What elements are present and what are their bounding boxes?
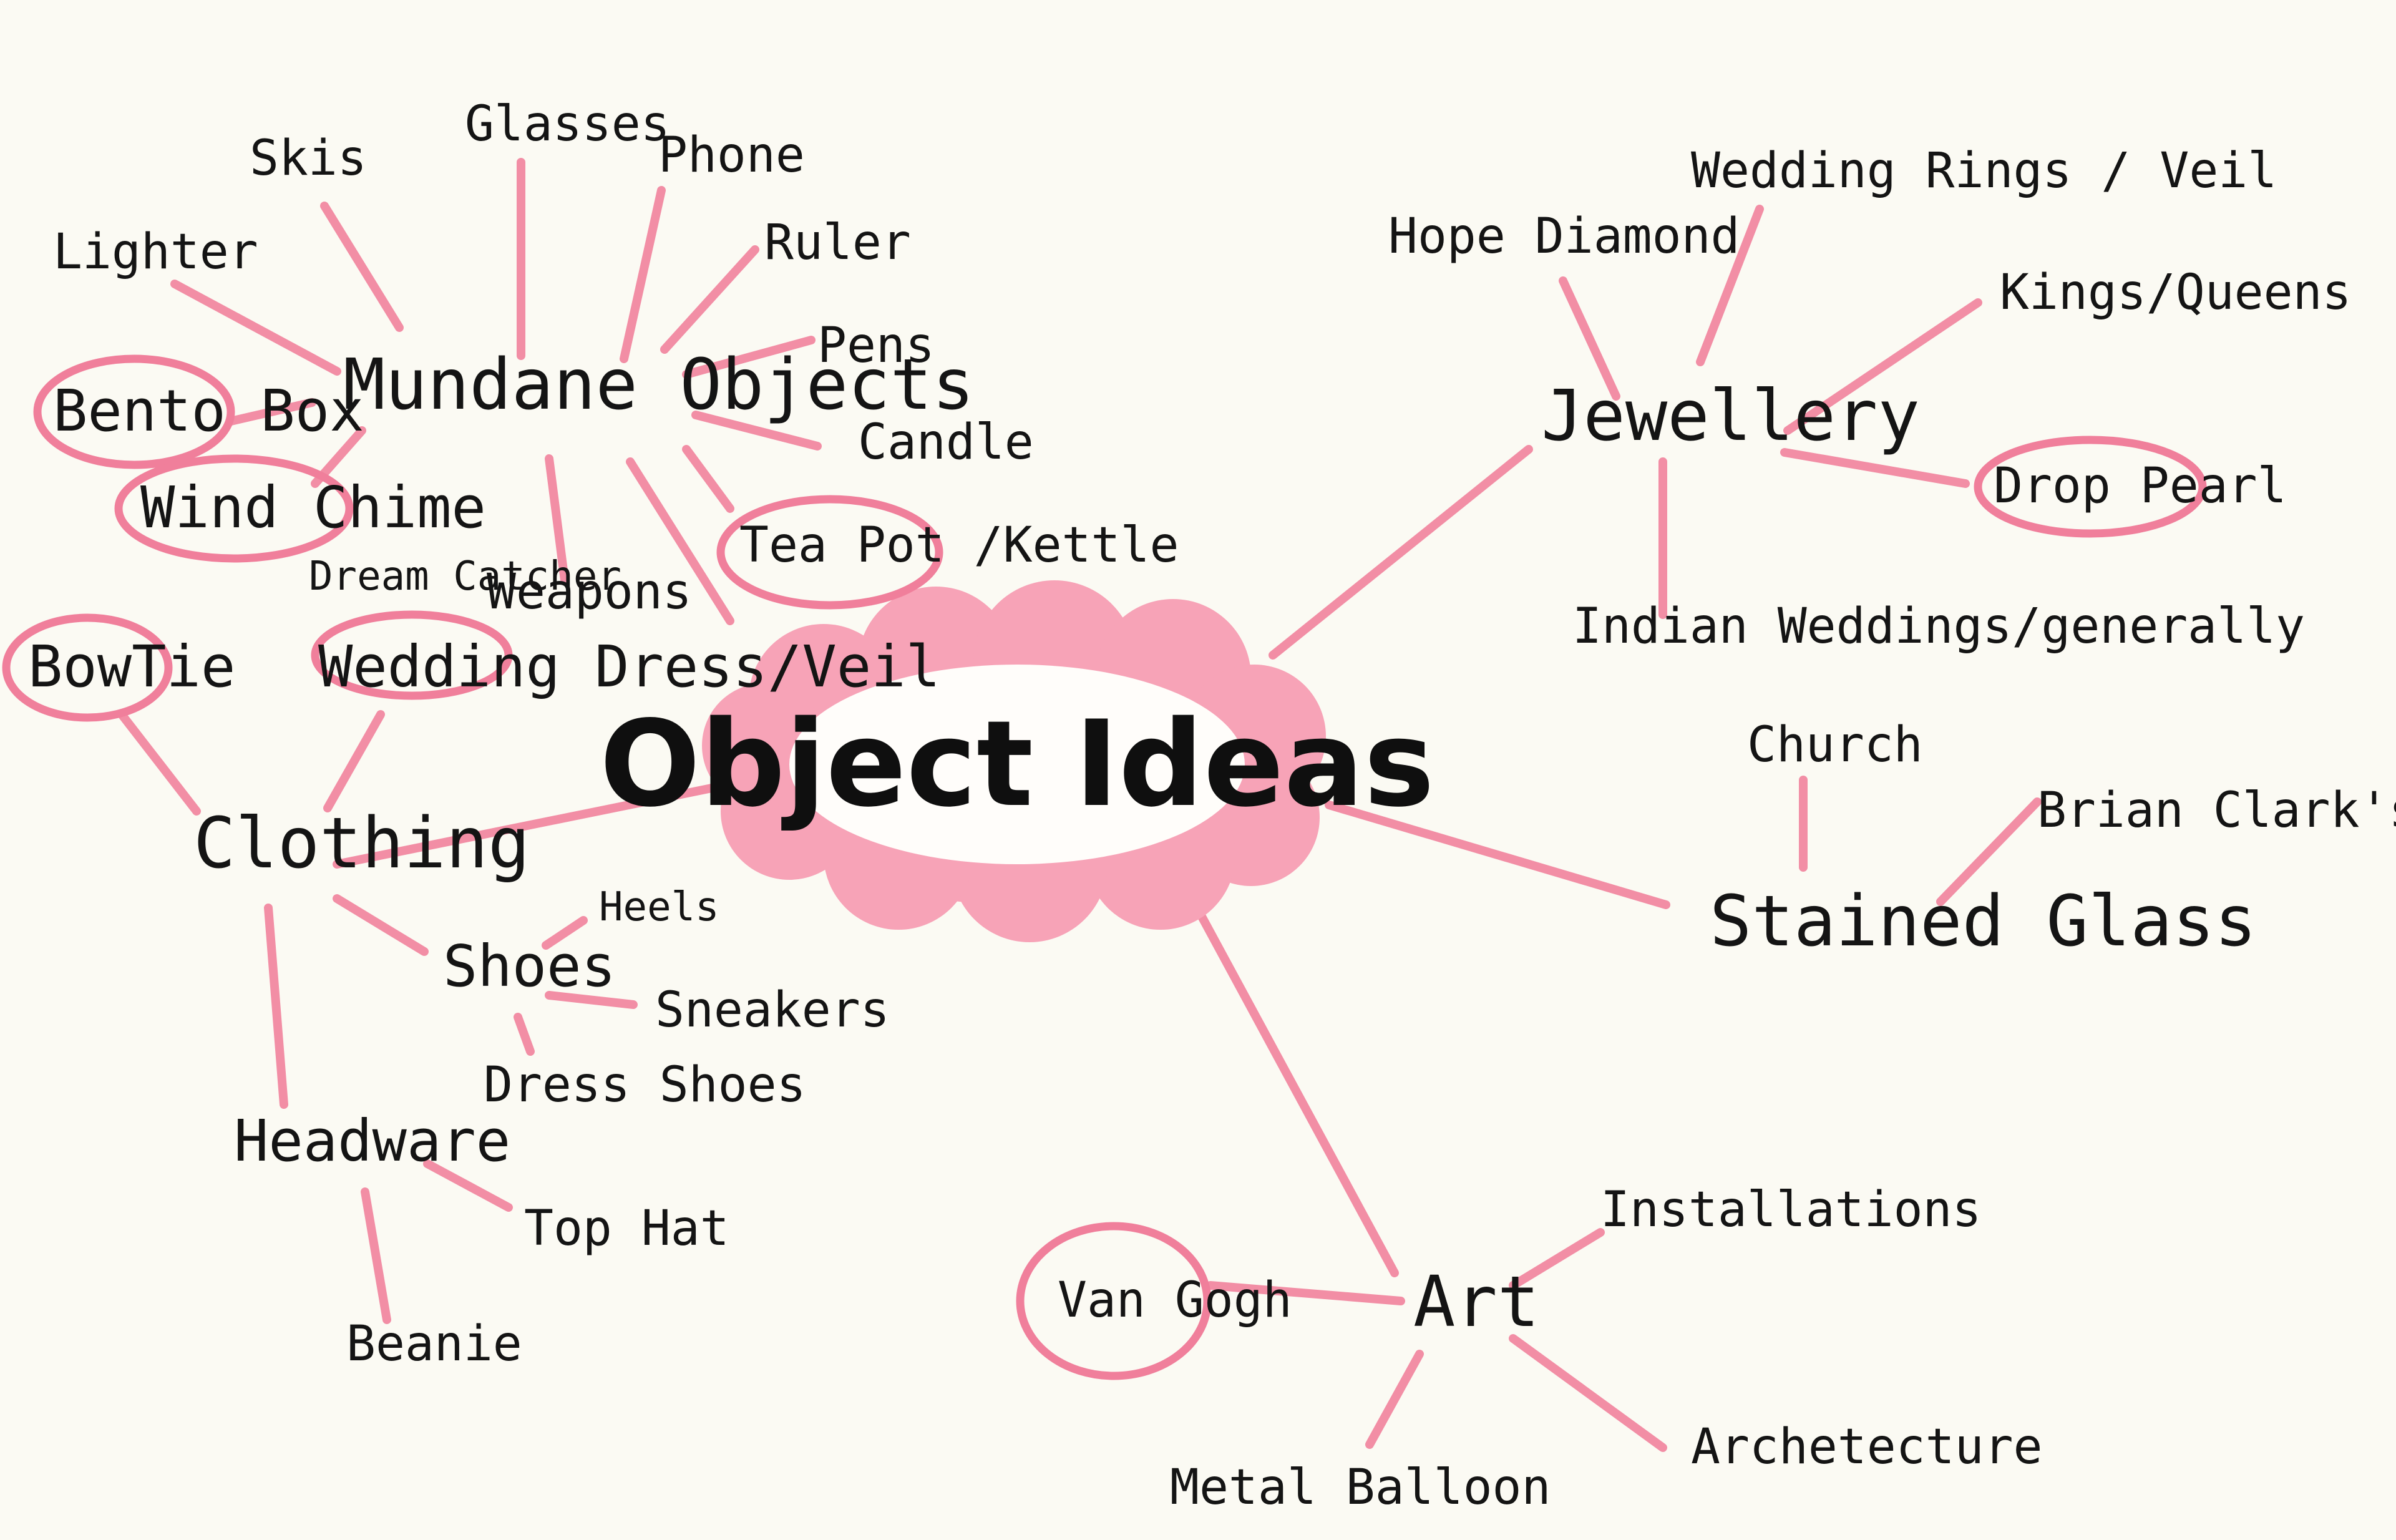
label-top-hat: Top Hat bbox=[524, 1201, 729, 1257]
ring-van-gogh bbox=[1016, 1222, 1212, 1380]
connector-center-clothing bbox=[333, 779, 741, 869]
label-wedding-dress-veil: Wedding Dress/Veil bbox=[318, 633, 940, 700]
connector-wedding-dress bbox=[323, 710, 385, 812]
ring-drop-pearl bbox=[1974, 436, 2207, 538]
connector-center-jewellery bbox=[1269, 445, 1533, 660]
branch-jewellery: Jewellery bbox=[1541, 376, 1920, 457]
label-glasses: Glasses bbox=[465, 96, 670, 152]
ring-wind-chime bbox=[114, 454, 354, 563]
label-bento-box: Bento Box bbox=[53, 378, 364, 444]
connector-dress-shoes bbox=[514, 1013, 535, 1056]
branch-mundane-objects: Mundane Objects bbox=[343, 344, 974, 426]
label-bowtie: BowTie bbox=[28, 633, 235, 700]
labels: Mundane Objects Skis Glasses Phone Ruler… bbox=[28, 96, 2396, 1516]
label-dream-catcher: Dream Catcher bbox=[309, 553, 621, 600]
connector-bowtie bbox=[117, 710, 201, 816]
connector-pens bbox=[682, 336, 816, 379]
connector-shoes bbox=[333, 894, 429, 956]
connector-metal-balloon bbox=[1365, 1350, 1424, 1449]
connector-van-gogh bbox=[1206, 1281, 1405, 1305]
label-sneakers: Sneakers bbox=[655, 982, 890, 1038]
label-weapons: Weapons bbox=[487, 564, 692, 620]
connector-teapot bbox=[682, 445, 734, 513]
ring-bowtie bbox=[2, 613, 173, 722]
label-van-gogh: Van Gogh bbox=[1058, 1272, 1292, 1328]
connector-beanie bbox=[361, 1187, 391, 1324]
label-ruler: Ruler bbox=[764, 215, 911, 271]
connectors bbox=[117, 158, 2042, 1452]
label-hope-diamond: Hope Diamond bbox=[1388, 208, 1740, 265]
connector-ruler bbox=[660, 245, 759, 354]
label-candle: Candle bbox=[858, 414, 1034, 470]
label-brian-clarks-screens: Brian Clark's Screens bbox=[2037, 782, 2396, 839]
ring-bento-box bbox=[33, 354, 235, 469]
ring-wedding-dress bbox=[311, 610, 513, 700]
connector-skis bbox=[320, 202, 404, 332]
connector-hope-diamond bbox=[1559, 276, 1620, 401]
connector-kings-queens bbox=[1783, 298, 1982, 435]
label-headware: Headware bbox=[234, 1108, 510, 1174]
label-wind-chime: Wind Chime bbox=[140, 474, 486, 541]
connector-sneakers bbox=[545, 991, 638, 1009]
connector-brian-clark bbox=[1936, 797, 2042, 906]
connector-wedding-rings bbox=[1696, 205, 1764, 366]
connector-heels bbox=[542, 916, 588, 950]
label-archetecture: Archetecture bbox=[1691, 1419, 2043, 1475]
label-lighter: Lighter bbox=[53, 224, 258, 280]
connector-headware bbox=[264, 904, 288, 1109]
label-heels: Heels bbox=[599, 884, 719, 930]
label-phone: Phone bbox=[658, 127, 805, 183]
ring-teapot bbox=[716, 495, 943, 610]
label-drop-pearl: Drop Pearl bbox=[1994, 458, 2287, 514]
label-indian-weddings: Indian Weddings/generally bbox=[1572, 598, 2305, 655]
connector-bento bbox=[226, 398, 316, 426]
connector-candle bbox=[691, 411, 822, 451]
connector-weapons bbox=[545, 454, 569, 585]
label-shoes: Shoes bbox=[443, 933, 616, 1000]
connector-top-hat bbox=[423, 1159, 513, 1212]
label-pens: Pens bbox=[817, 318, 935, 374]
branch-art: Art bbox=[1413, 1262, 1539, 1343]
branch-clothing: Clothing bbox=[193, 803, 530, 884]
center-cloud: Object Ideas bbox=[600, 580, 1434, 942]
label-kings-queens: Kings/Queens bbox=[2000, 265, 2352, 321]
label-teapot-kettle: Tea Pot /Kettle bbox=[739, 517, 1179, 573]
connector-drop-pearl bbox=[1780, 448, 1970, 488]
connector-center-art bbox=[1184, 888, 1399, 1277]
label-church: Church bbox=[1747, 717, 1923, 773]
label-metal-balloon: Metal Balloon bbox=[1170, 1460, 1551, 1516]
label-skis: Skis bbox=[250, 130, 367, 187]
label-beanie: Beanie bbox=[346, 1316, 522, 1372]
label-installations: Installations bbox=[1600, 1182, 1981, 1238]
center-title: Object Ideas bbox=[600, 695, 1434, 833]
highlight-rings bbox=[2, 354, 2207, 1380]
branch-stained-glass: Stained Glass bbox=[1710, 881, 2257, 962]
connector-center-stained-glass bbox=[1325, 801, 1670, 909]
connector-installations bbox=[1509, 1228, 1605, 1290]
label-wedding-rings-veil: Wedding Rings / Veil bbox=[1691, 143, 2277, 199]
connector-archetecture bbox=[1509, 1334, 1667, 1452]
connector-lighter bbox=[170, 280, 341, 376]
connector-phone bbox=[620, 186, 666, 363]
label-dress-shoes: Dress Shoes bbox=[484, 1057, 806, 1113]
connector-center-mundane bbox=[626, 457, 734, 625]
